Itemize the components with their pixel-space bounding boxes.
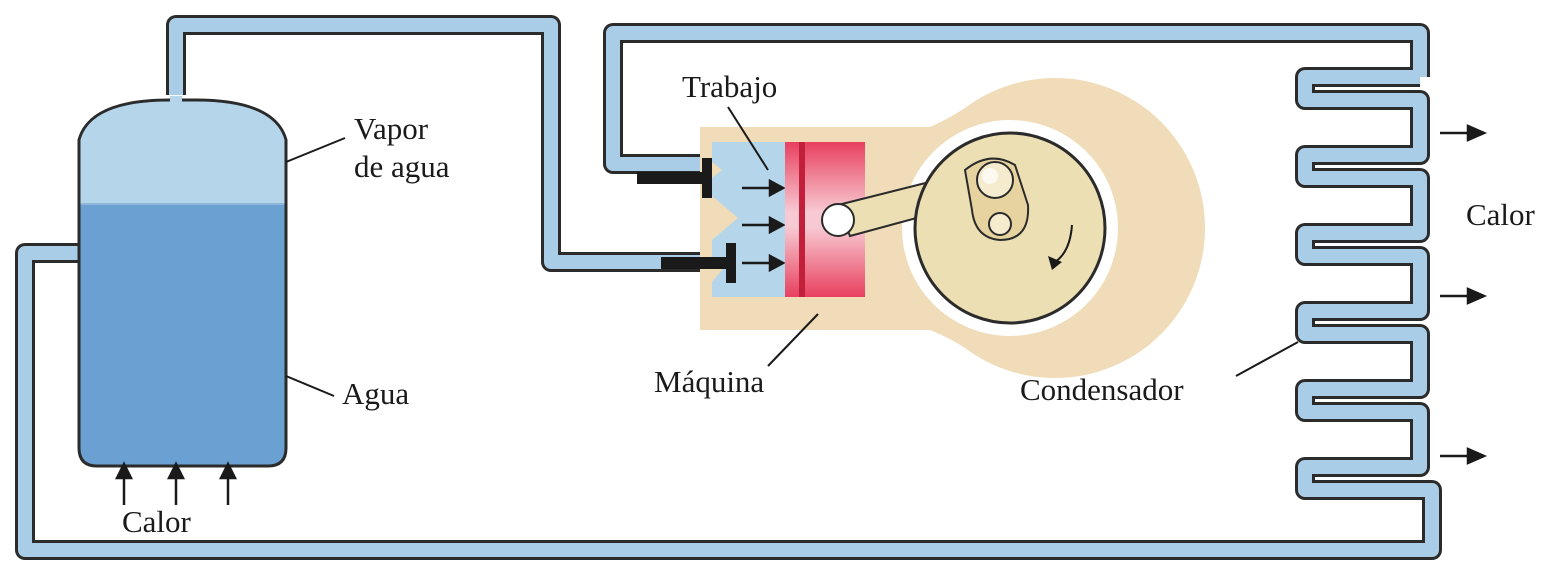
crank-pin-center xyxy=(982,168,998,184)
label-steam-line1: Vapor xyxy=(354,111,429,146)
outlet-valve-stem xyxy=(661,257,727,269)
heat-out-arrows xyxy=(1440,124,1488,465)
outlet-valve-head xyxy=(726,243,736,283)
condenser-coil-outline xyxy=(1295,67,1442,503)
engine-to-condenser-pipe xyxy=(606,26,1427,171)
steam-pipe xyxy=(169,18,712,269)
condenser-leader xyxy=(1235,341,1299,377)
inlet-valve-stem xyxy=(637,172,703,184)
inlet-valve-head xyxy=(702,158,712,198)
engine-leader xyxy=(767,313,819,367)
crankshaft xyxy=(988,212,1012,236)
pipes xyxy=(15,15,1442,560)
work-arrows xyxy=(742,178,786,273)
engine xyxy=(637,78,1205,379)
label-condenser: Condensador xyxy=(1020,372,1184,407)
return-pipe xyxy=(18,246,1439,557)
label-heat-out: Calor xyxy=(1466,197,1536,232)
boiler xyxy=(77,96,288,468)
piston-pin xyxy=(821,203,855,237)
label-heat-in: Calor xyxy=(122,504,192,539)
label-water: Agua xyxy=(342,376,409,411)
label-steam-line2: de agua xyxy=(354,149,450,184)
condenser-coil xyxy=(1298,70,1439,503)
piston-ring xyxy=(799,142,805,297)
heat-in-arrows xyxy=(114,461,238,505)
work-leader xyxy=(727,106,769,171)
valves xyxy=(637,158,736,283)
leader-lines xyxy=(285,106,1299,397)
steam-leader xyxy=(285,137,346,163)
label-work: Trabajo xyxy=(682,69,777,104)
water-leader xyxy=(285,375,335,397)
label-engine: Máquina xyxy=(654,364,764,399)
boiler-steam xyxy=(80,101,285,204)
